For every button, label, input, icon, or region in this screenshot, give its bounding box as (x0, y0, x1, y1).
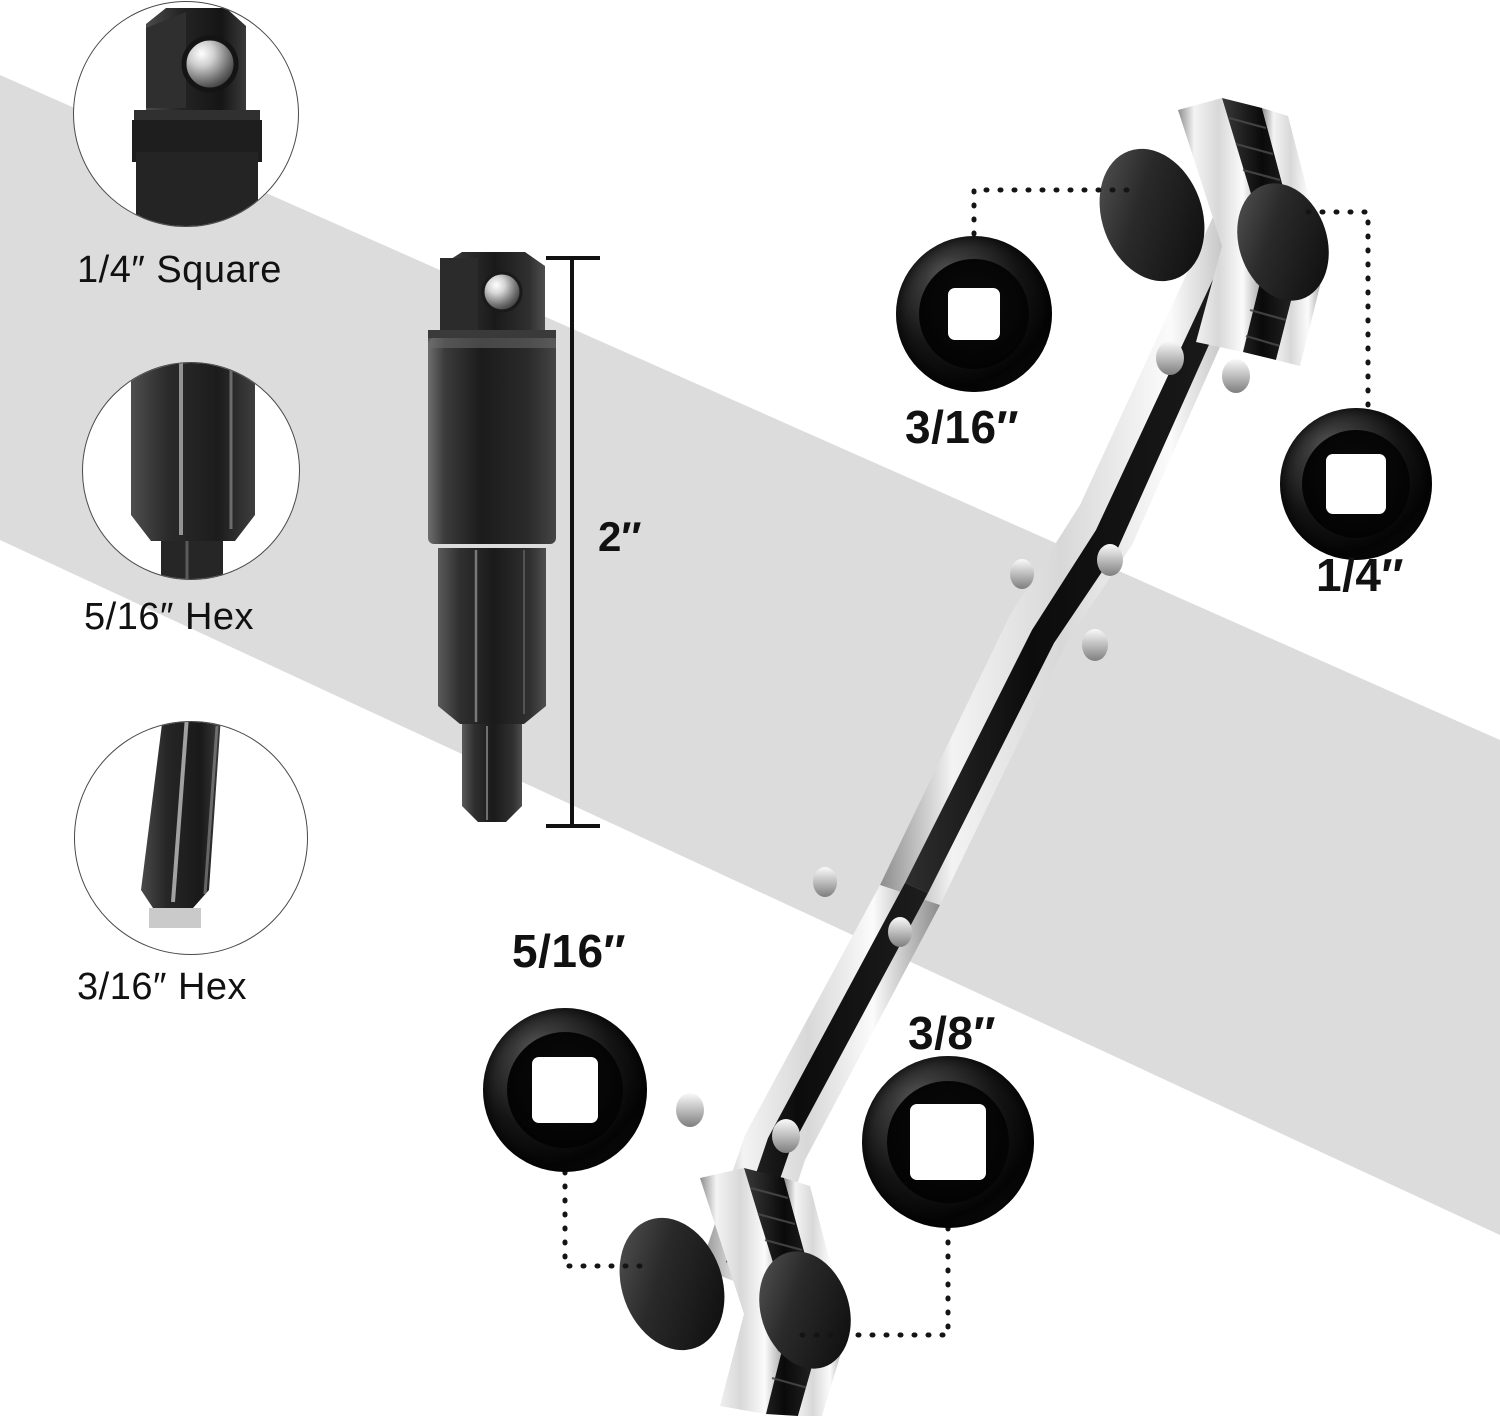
hex-square-drive-adapter (428, 252, 556, 822)
diagonal-gray-band (0, 75, 1500, 1235)
bottom-head-rear-post (619, 1217, 725, 1351)
detail-label-three-sixteenth-hex: 3/16″ Hex (77, 966, 248, 1008)
leader-3-16 (971, 187, 1143, 237)
adapter-hex-shank-5-16 (438, 548, 546, 724)
detail-circle-five-sixteenth-hex (82, 362, 300, 580)
detail-label-quarter-square: 1/4″ Square (77, 249, 282, 291)
socket-square-opening (1326, 454, 1386, 514)
wrench-lower-arm-inlay (726, 883, 928, 1272)
leader-5-16 (562, 1169, 648, 1269)
detail-art-quarter-square (132, 8, 262, 226)
rivet (676, 1093, 704, 1127)
socket-callout-3-16 (896, 236, 1052, 392)
socket-callout-5-16 (483, 1008, 647, 1172)
bottom-head-chrome-left (700, 1168, 790, 1414)
dimension-label-2in: 2″ (598, 513, 642, 560)
socket-label-1-4: 1/4″ (1316, 549, 1404, 601)
adapter-hex-tip-3-16 (462, 724, 522, 822)
socket-callout-1-4 (1280, 408, 1432, 560)
rivet (888, 917, 912, 947)
adapter-barrel (428, 338, 556, 544)
socket-label-3-8: 3/8″ (908, 1007, 996, 1059)
detail-circle-three-sixteenth-hex (74, 721, 308, 955)
bottom-ratchet-head (619, 1093, 851, 1416)
adapter-square-drive-face (440, 258, 478, 332)
rivet (1097, 544, 1123, 576)
detail-label-five-sixteenth-hex: 5/16″ Hex (84, 596, 255, 638)
leader-3-8 (787, 1225, 951, 1338)
ratchet-wrench (619, 98, 1329, 1416)
detail-art-five-sixteenth-hex (131, 363, 255, 579)
bottom-head-front-post (759, 1251, 851, 1369)
detail-circle-quarter-square (73, 1, 299, 227)
rivet (813, 867, 837, 897)
rivet (1082, 629, 1108, 661)
top-head-chrome-right (1262, 108, 1326, 366)
socket-label-3-16: 3/16″ (905, 401, 1020, 453)
rivet (1010, 559, 1034, 589)
rivet (1156, 341, 1184, 375)
top-head-rear-post (1099, 148, 1205, 282)
detent-ball (483, 273, 521, 311)
top-head-chrome-left (1178, 98, 1268, 352)
dimension-line-2in (546, 256, 600, 828)
wrench-upper-arm-inlay (905, 215, 1263, 893)
socket-label-5-16: 5/16″ (512, 925, 627, 977)
rivet (772, 1119, 800, 1153)
leader-lines (562, 187, 1371, 1338)
socket-square-opening (532, 1057, 598, 1123)
socket-square-opening (910, 1104, 986, 1180)
top-ratchet-head (1099, 98, 1329, 393)
detail-art-three-sixteenth-hex (141, 722, 221, 928)
socket-square-opening (948, 288, 1000, 340)
socket-callout-3-8 (862, 1056, 1034, 1228)
rivet (1222, 359, 1250, 393)
